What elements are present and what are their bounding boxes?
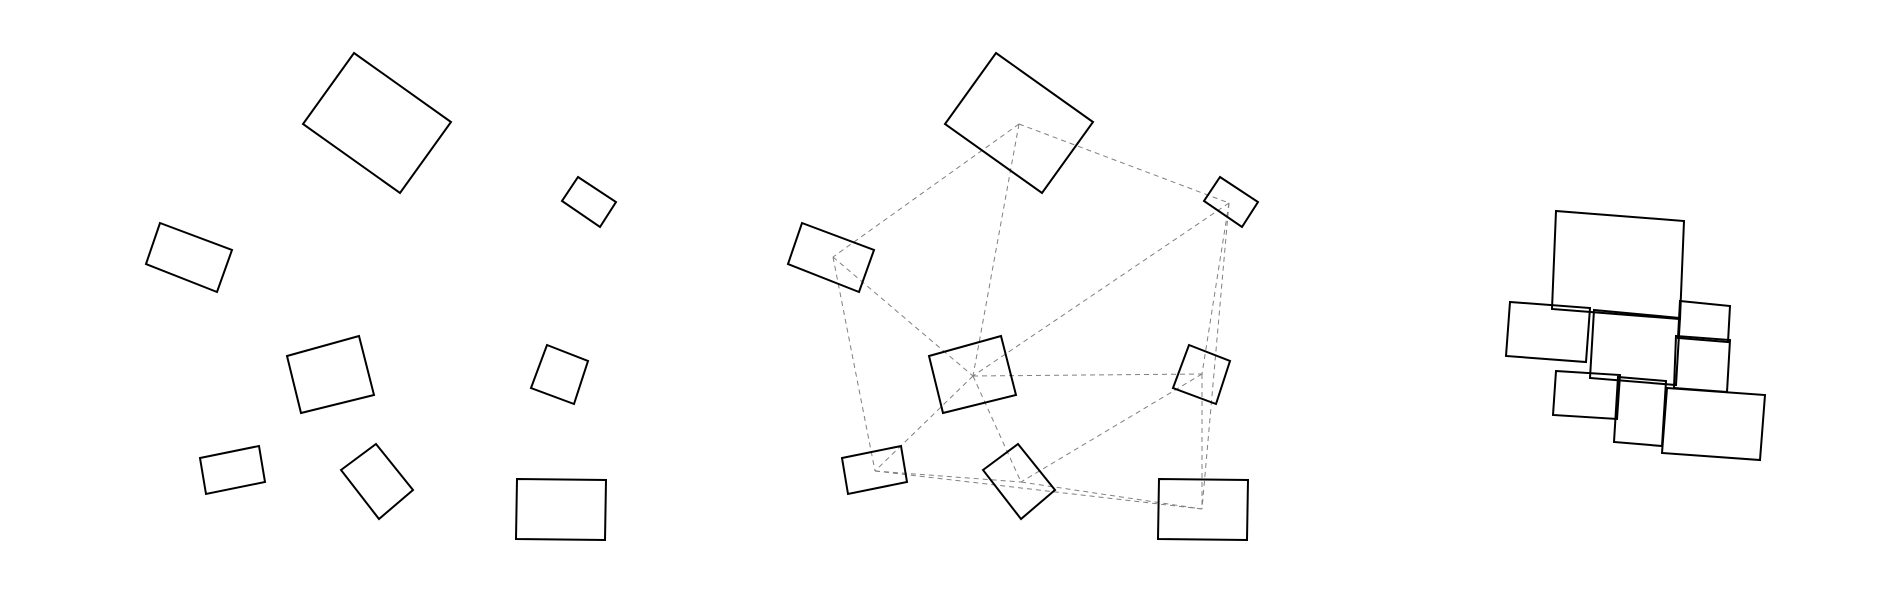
box-bottom-right xyxy=(1156,477,1250,542)
box-left xyxy=(786,221,876,294)
box-bottom-right xyxy=(514,477,608,542)
packed-box-small-top-right xyxy=(1676,299,1732,344)
packed-box-left xyxy=(1504,300,1592,364)
panel-boxes-with-graph xyxy=(786,51,1260,542)
packed-box-bottom-left xyxy=(1551,369,1622,421)
graph-edge xyxy=(1201,202,1230,375)
box-bottom-diamond xyxy=(981,442,1057,521)
box-bottom-diamond xyxy=(339,442,415,521)
box-small-top-right xyxy=(560,175,618,229)
graph-edge xyxy=(832,123,1020,258)
graph-edge xyxy=(972,202,1230,377)
graph-edge xyxy=(874,470,1203,510)
panel-packed-boxes xyxy=(1504,209,1767,462)
graph-boxes xyxy=(786,51,1260,542)
box-bottom-left xyxy=(840,444,909,496)
graph-edge xyxy=(1018,123,1230,204)
box-left xyxy=(144,221,234,294)
box-bottom-left xyxy=(198,444,267,496)
packed-box-bottom-right xyxy=(1660,386,1767,462)
graph-edge xyxy=(832,256,974,377)
box-center xyxy=(927,334,1018,415)
box-small-top-right xyxy=(1202,175,1260,229)
box-right-middle xyxy=(529,343,590,406)
box-right-middle xyxy=(1171,343,1232,406)
box-large-top xyxy=(943,51,1095,195)
box-large-top xyxy=(301,51,453,195)
box-center xyxy=(285,334,376,415)
graph-edge xyxy=(972,375,1022,483)
packed-box-center xyxy=(1588,308,1682,387)
graph-edge xyxy=(874,470,1022,483)
graph-edge xyxy=(874,375,974,472)
graph-edge xyxy=(1020,373,1203,483)
graph-edge xyxy=(972,123,1020,377)
graph-edge xyxy=(832,256,876,472)
panel-scattered-boxes xyxy=(144,51,618,542)
